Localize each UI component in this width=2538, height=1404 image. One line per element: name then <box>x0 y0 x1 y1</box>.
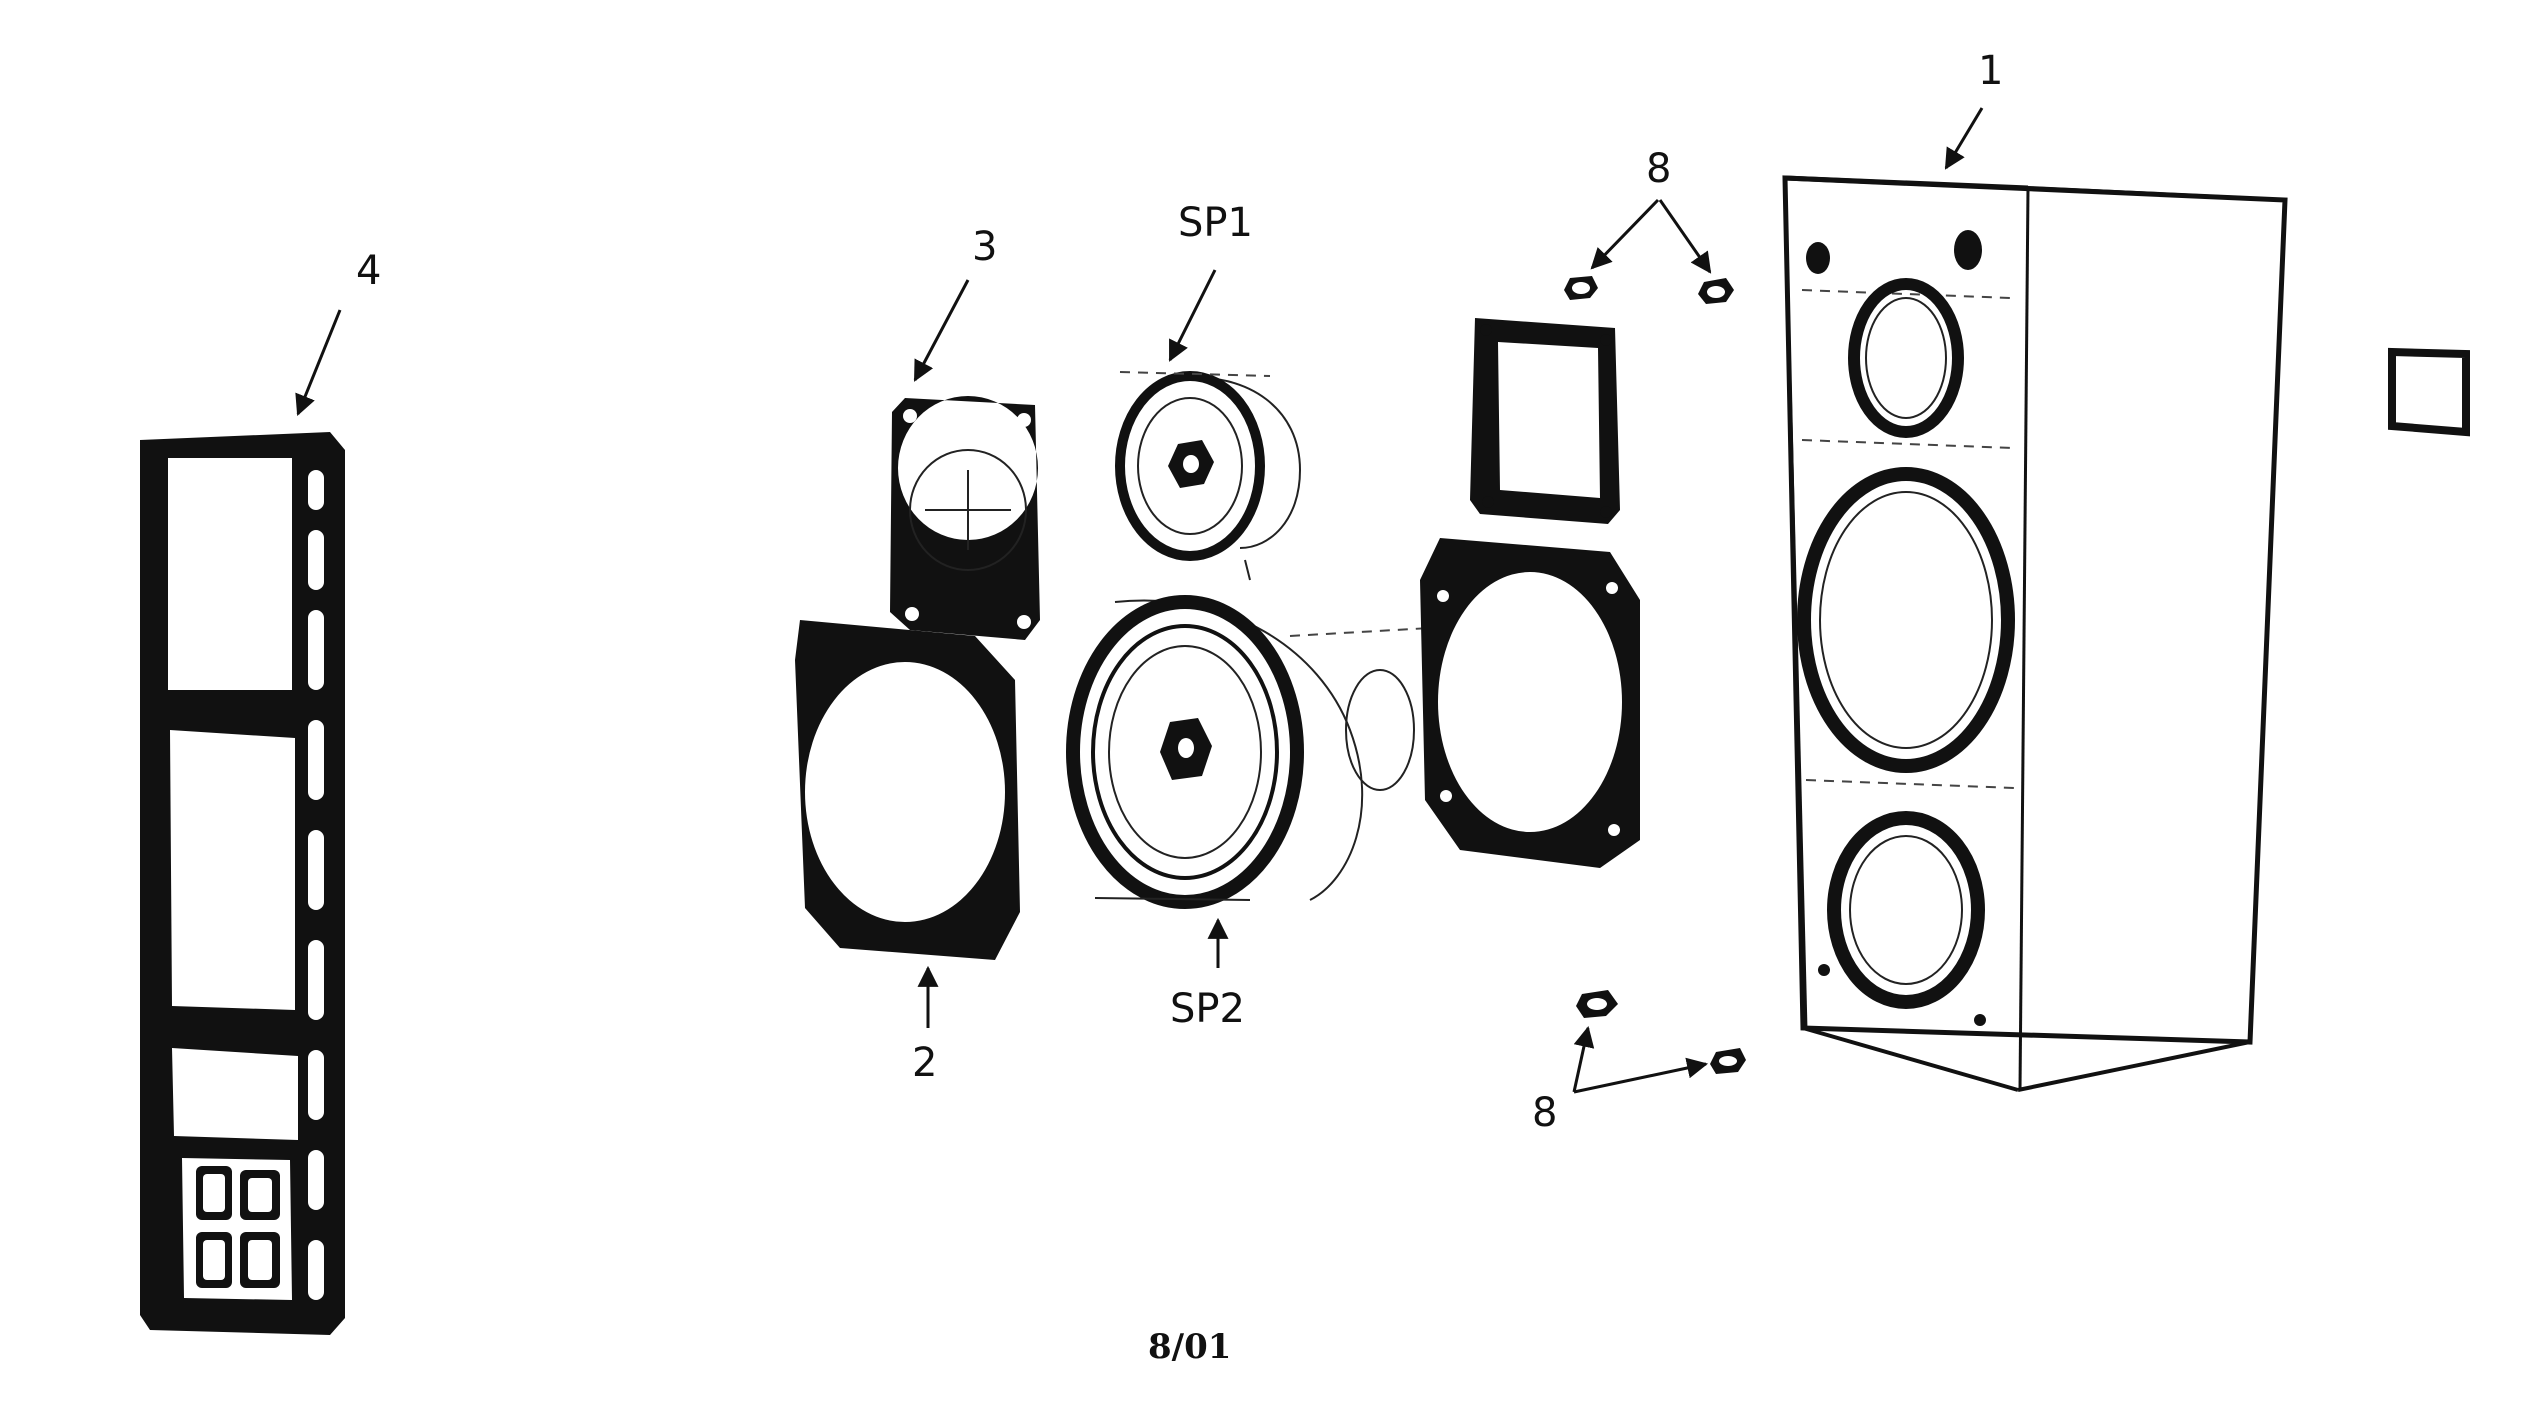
small-square-part <box>2388 347 2470 437</box>
callout-8-top: 8 <box>1646 146 1671 192</box>
callout-1: 1 <box>1978 48 2003 94</box>
callout-3: 3 <box>972 224 997 270</box>
callout-2: 2 <box>912 1040 937 1086</box>
callout-8-bottom: 8 <box>1532 1090 1557 1136</box>
woofer-gasket <box>795 620 1020 960</box>
mounting-clips <box>1564 276 1746 1074</box>
tweeter-bezel <box>890 396 1040 640</box>
woofer-mount-gasket <box>1420 538 1640 868</box>
drawing-code: 8/01 <box>1148 1327 1231 1367</box>
speaker-cabinet <box>1782 175 2288 1092</box>
woofer-driver <box>1066 595 1431 909</box>
callout-labels: 1 4 3 SP1 8 2 SP2 8 <box>356 48 2003 1136</box>
callout-sp1: SP1 <box>1178 200 1253 246</box>
leader-lines <box>295 107 1984 1094</box>
front-grille-frame <box>140 432 345 1335</box>
tweeter-driver <box>1115 371 1302 581</box>
callout-sp2: SP2 <box>1170 986 1245 1032</box>
tweeter-mount-gasket <box>1470 318 1620 524</box>
callout-4: 4 <box>356 248 381 294</box>
